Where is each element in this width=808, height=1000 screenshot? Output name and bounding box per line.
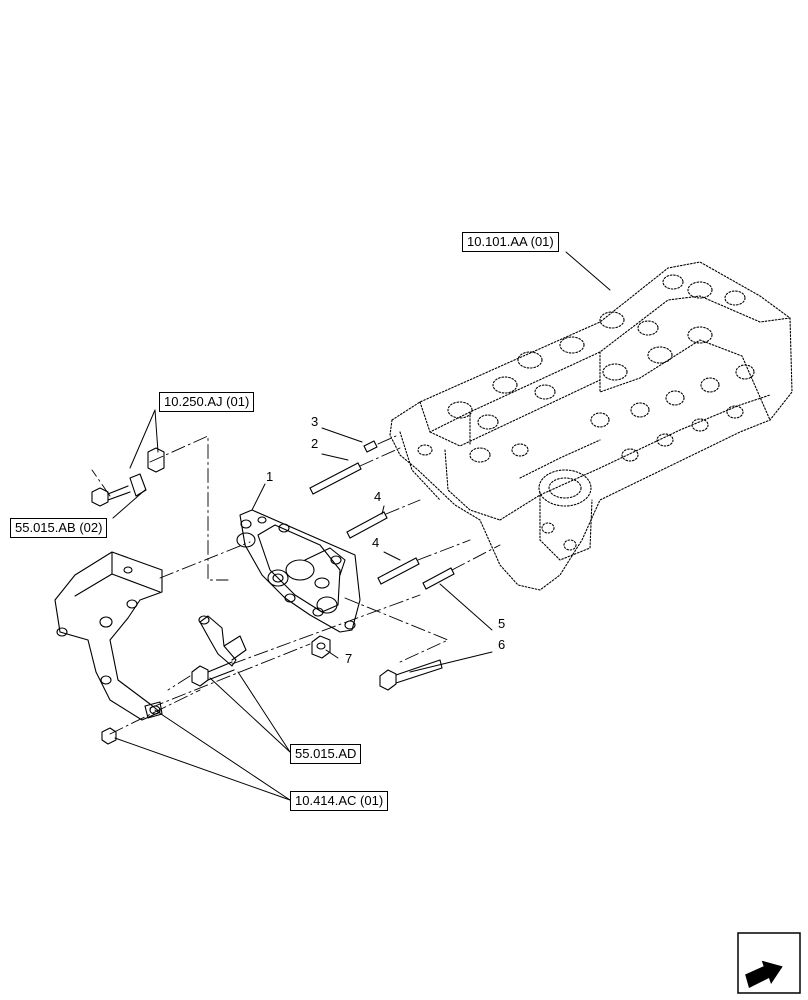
callout-7: 7 xyxy=(345,651,353,666)
ref-lower-middle[interactable]: 55.015.AD xyxy=(290,744,362,764)
callout-4b: 4 xyxy=(372,535,380,550)
clip-fitting xyxy=(91,447,165,507)
stud-4a xyxy=(346,511,388,539)
assembly-lines xyxy=(91,435,501,735)
ref-upper-left[interactable]: 10.250.AJ (01) xyxy=(159,392,255,412)
callout-1: 1 xyxy=(266,469,274,484)
callout-2: 2 xyxy=(311,436,319,451)
ref-cylinder-head[interactable]: 10.101.AA (01) xyxy=(462,232,559,252)
callout-3: 3 xyxy=(311,414,319,429)
stud-4b xyxy=(377,557,420,585)
nut-7 xyxy=(311,635,331,659)
stud-5 xyxy=(422,567,455,590)
mounting-bracket xyxy=(54,551,163,721)
banjo-fitting xyxy=(191,615,247,687)
stud-2 xyxy=(309,462,362,495)
ref-left-middle[interactable]: 55.015.AB (02) xyxy=(10,518,108,538)
stud-3 xyxy=(363,440,378,453)
callout-6: 6 xyxy=(498,637,506,652)
callout-5: 5 xyxy=(498,616,506,631)
leader-lines xyxy=(112,251,611,801)
bolt-6 xyxy=(379,659,443,691)
cylinder-head xyxy=(389,261,793,591)
next-page-arrow-icon[interactable] xyxy=(737,932,801,994)
part-1-housing xyxy=(236,509,361,633)
ref-lower[interactable]: 10.414.AC (01) xyxy=(290,791,389,811)
callout-4a: 4 xyxy=(374,489,382,504)
screw-small xyxy=(101,727,117,745)
